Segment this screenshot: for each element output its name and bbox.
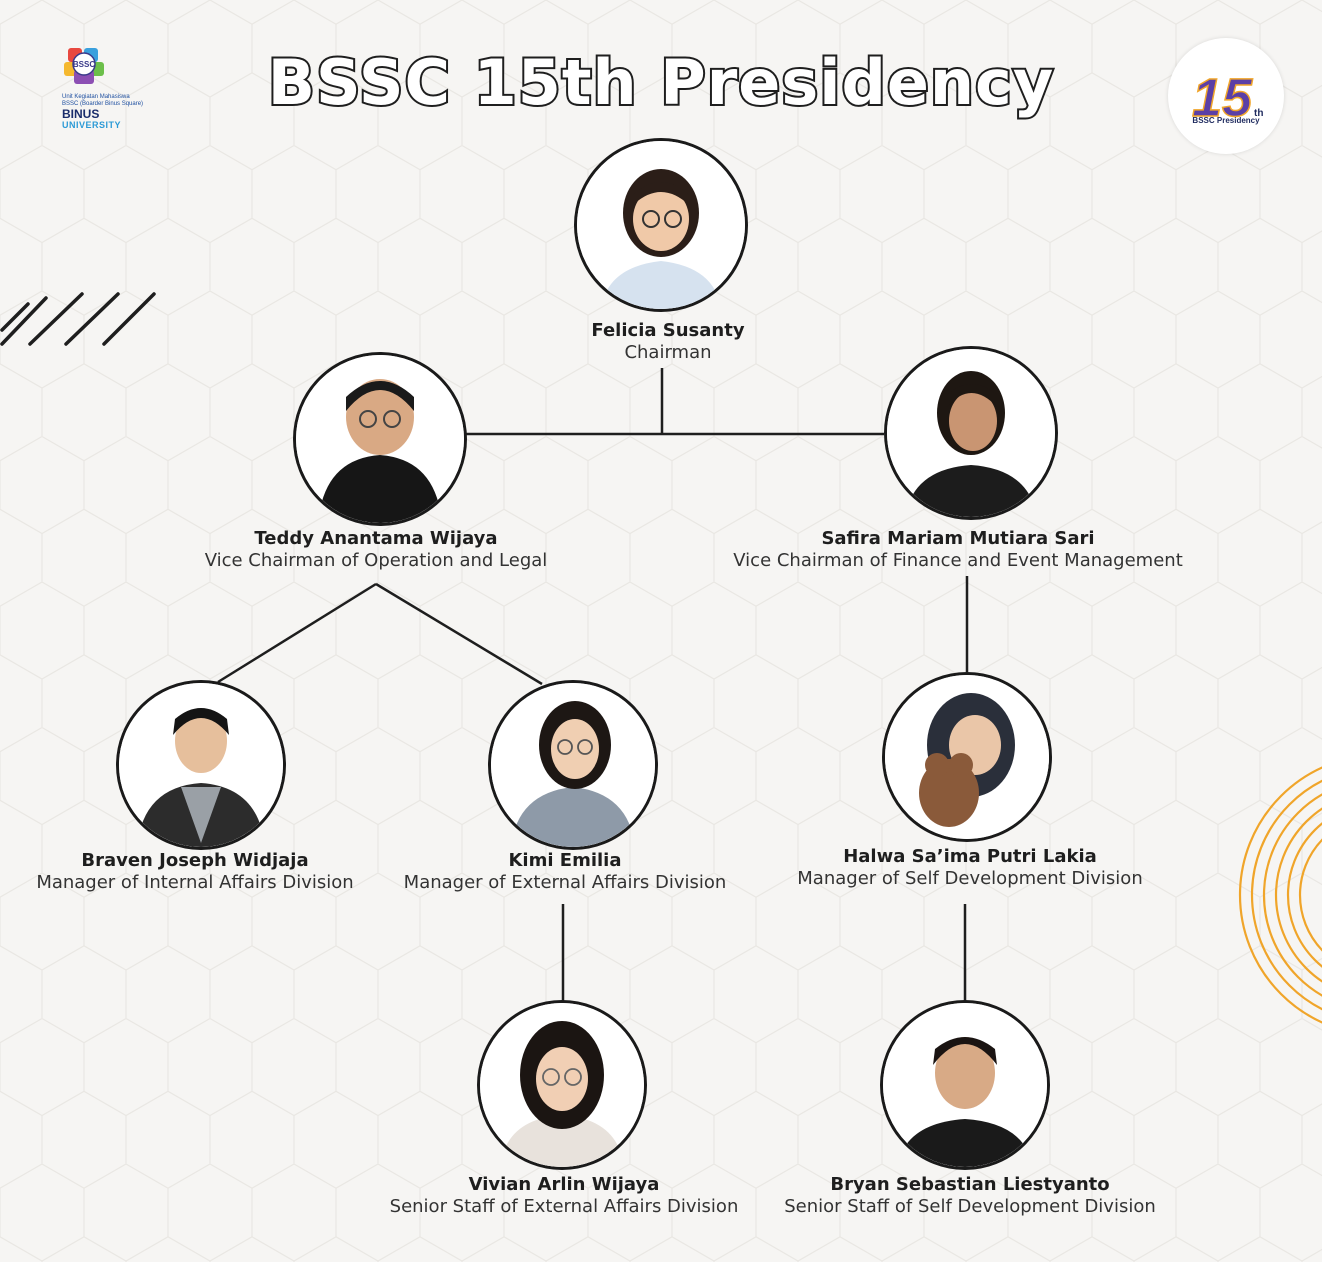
person-photo-icon [119, 683, 283, 847]
badge-suffix: th [1254, 108, 1263, 119]
avatar-manager-internal [116, 680, 286, 850]
logo-line-2: BSSC (Boarder Binus Square) [62, 101, 144, 107]
person-photo-icon [887, 349, 1055, 517]
person-photo-icon [491, 683, 655, 847]
member-name: Safira Mariam Mutiara Sari [821, 528, 1095, 549]
concentric-rings-decoration [1238, 766, 1322, 1024]
page-title: BSSC 15th Presidency [266, 44, 1055, 121]
member-vc-operation: Teddy Anantama Wijaya Vice Chairman of O… [146, 528, 606, 572]
avatar-manager-self [882, 672, 1052, 842]
bssc-puzzle-logo: BSSC [64, 48, 104, 84]
badge-caption: BSSC Presidency [1192, 116, 1260, 125]
avatar-vc-finance [884, 346, 1058, 520]
line-vc-to-external [375, 582, 543, 686]
member-manager-internal: Braven Joseph Widjaja Manager of Interna… [12, 850, 378, 894]
avatar-vc-operation [293, 352, 467, 526]
person-photo-icon [577, 141, 745, 309]
presidency-15th-badge: 15 th BSSC Presidency [1168, 38, 1284, 154]
bssc-binus-logo: BSSC Unit Kegiatan Mahasiswa BSSC (Board… [62, 46, 172, 136]
member-role: Vice Chairman of Operation and Legal [204, 550, 548, 571]
logo-mark-text: BSSC [73, 60, 95, 69]
member-manager-self: Halwa Sa’ima Putri Lakia Manager of Self… [772, 846, 1168, 890]
member-name: Halwa Sa’ima Putri Lakia [843, 846, 1097, 867]
member-name: Kimi Emilia [508, 850, 622, 871]
person-photo-icon [883, 1003, 1047, 1167]
member-staff-self: Bryan Sebastian Liestyanto Senior Staff … [760, 1174, 1180, 1218]
binus-text: BINUS [62, 107, 100, 121]
member-name: Bryan Sebastian Liestyanto [830, 1174, 1110, 1195]
member-role: Manager of Internal Affairs Division [36, 872, 354, 893]
member-staff-external: Vivian Arlin Wijaya Senior Staff of Exte… [368, 1174, 760, 1218]
university-text: UNIVERSITY [62, 120, 122, 130]
member-chairman: Felicia Susanty Chairman [468, 320, 868, 364]
avatar-staff-external [477, 1000, 647, 1170]
member-name: Braven Joseph Widjaja [81, 850, 309, 871]
diagonal-stripes-decoration [0, 292, 156, 346]
member-role: Senior Staff of Self Development Divisio… [784, 1196, 1156, 1217]
avatar-manager-external [488, 680, 658, 850]
badge-number: 15 [1192, 68, 1253, 128]
person-photo-icon [296, 355, 464, 523]
avatar-chairman [574, 138, 748, 312]
line-vc-to-internal [217, 582, 377, 684]
logo-line-1: Unit Kegiatan Mahasiswa [62, 94, 130, 100]
person-photo-icon [480, 1003, 644, 1167]
member-role: Vice Chairman of Finance and Event Manag… [733, 550, 1183, 571]
member-name: Felicia Susanty [591, 320, 745, 341]
member-name: Teddy Anantama Wijaya [254, 528, 498, 549]
member-role: Manager of Self Development Division [797, 868, 1143, 889]
person-photo-icon [885, 675, 1049, 839]
member-role: Manager of External Affairs Division [403, 872, 727, 893]
member-manager-external: Kimi Emilia Manager of External Affairs … [384, 850, 746, 894]
member-role: Senior Staff of External Affairs Divisio… [389, 1196, 739, 1217]
member-vc-finance: Safira Mariam Mutiara Sari Vice Chairman… [698, 528, 1218, 572]
member-role: Chairman [624, 342, 712, 363]
member-name: Vivian Arlin Wijaya [468, 1174, 660, 1195]
avatar-staff-self [880, 1000, 1050, 1170]
